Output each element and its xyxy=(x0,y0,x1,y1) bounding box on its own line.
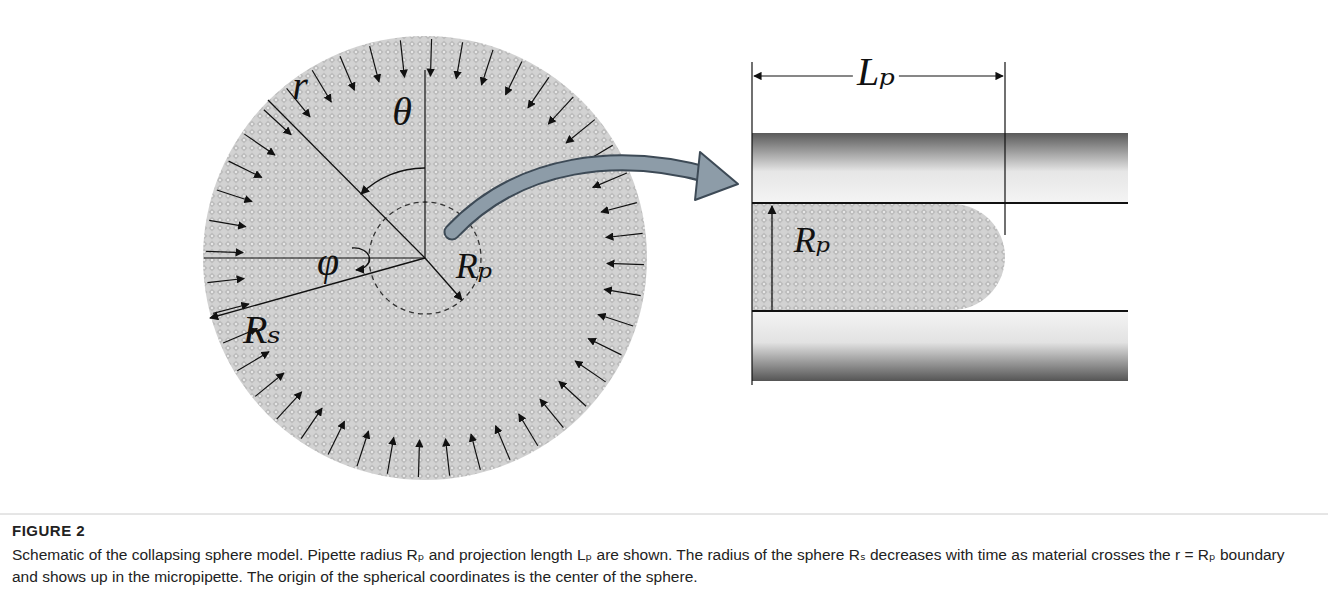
inward-arrow xyxy=(456,42,462,78)
inward-arrow xyxy=(340,56,354,90)
horizontal-axis xyxy=(204,257,425,258)
sphere xyxy=(203,36,647,480)
inward-arrow xyxy=(588,339,621,355)
inward-arrow xyxy=(357,431,368,466)
pipette-radius-label: Rₚ xyxy=(456,248,492,284)
pipette-radius-label: Rₚ xyxy=(794,222,830,258)
inward-arrow xyxy=(559,381,586,406)
inward-arrow xyxy=(445,439,449,476)
inward-arrow xyxy=(370,46,379,82)
transfer-arrowhead xyxy=(695,152,738,200)
inward-arrow xyxy=(387,437,393,473)
inward-arrow xyxy=(237,352,269,371)
inward-arrow xyxy=(277,392,302,419)
dimension-extension xyxy=(1004,62,1005,235)
transfer-arrow-outline xyxy=(452,163,712,232)
inward-arrow xyxy=(601,203,637,212)
inward-arrow xyxy=(607,263,644,264)
inward-arrow xyxy=(598,314,633,325)
inward-arrow xyxy=(217,190,252,201)
figure-title: FIGURE 2 xyxy=(12,522,85,539)
inward-arrow xyxy=(566,120,595,143)
polar-axis xyxy=(424,70,425,258)
inward-arrow xyxy=(209,220,245,226)
figure-caption: Schematic of the collapsing sphere model… xyxy=(12,544,1312,588)
inward-arrow xyxy=(207,278,244,282)
inward-arrow xyxy=(244,134,275,155)
inward-arrow xyxy=(471,434,480,470)
polar-angle-label: θ xyxy=(392,92,412,132)
inward-arrow xyxy=(528,77,549,108)
inward-arrow xyxy=(506,62,522,95)
inward-arrow xyxy=(604,289,640,295)
pipette-inner-wall xyxy=(752,310,1128,312)
projection-length-label: Lₚ xyxy=(853,52,899,92)
inward-arrow xyxy=(519,414,538,446)
inward-arrow xyxy=(312,70,331,102)
inward-arrow xyxy=(418,440,419,477)
radius-dimension xyxy=(771,206,772,310)
inward-arrow xyxy=(328,421,344,454)
phi-rotation-arrow xyxy=(352,248,370,270)
inward-arrow xyxy=(255,373,284,396)
caption-rule xyxy=(0,514,1328,515)
inward-arrow xyxy=(481,50,492,85)
azimuth-label: φ xyxy=(317,242,339,282)
inward-arrow xyxy=(430,39,431,76)
inward-arrow xyxy=(575,361,606,382)
inward-arrow xyxy=(548,97,573,124)
inward-arrow xyxy=(206,251,243,252)
inward-arrow xyxy=(593,173,627,187)
inward-arrow xyxy=(540,399,563,428)
sphere-radius-label: Rₛ xyxy=(243,310,281,350)
pipette-wall-top xyxy=(752,133,1128,203)
aspirated-projection xyxy=(752,204,1005,310)
theta-arc xyxy=(361,168,425,194)
inward-arrow xyxy=(496,426,510,460)
inward-arrow xyxy=(606,233,643,237)
inward-arrow xyxy=(400,40,404,77)
inward-arrow xyxy=(301,408,322,439)
radius-label: r xyxy=(292,66,308,106)
dimension-extension xyxy=(751,62,752,385)
pipette-wall-bottom xyxy=(752,311,1128,381)
transfer-arrow xyxy=(452,163,712,232)
inward-arrow xyxy=(264,110,291,135)
inward-arrow xyxy=(229,161,262,177)
pipette-inner-wall xyxy=(752,202,1128,204)
